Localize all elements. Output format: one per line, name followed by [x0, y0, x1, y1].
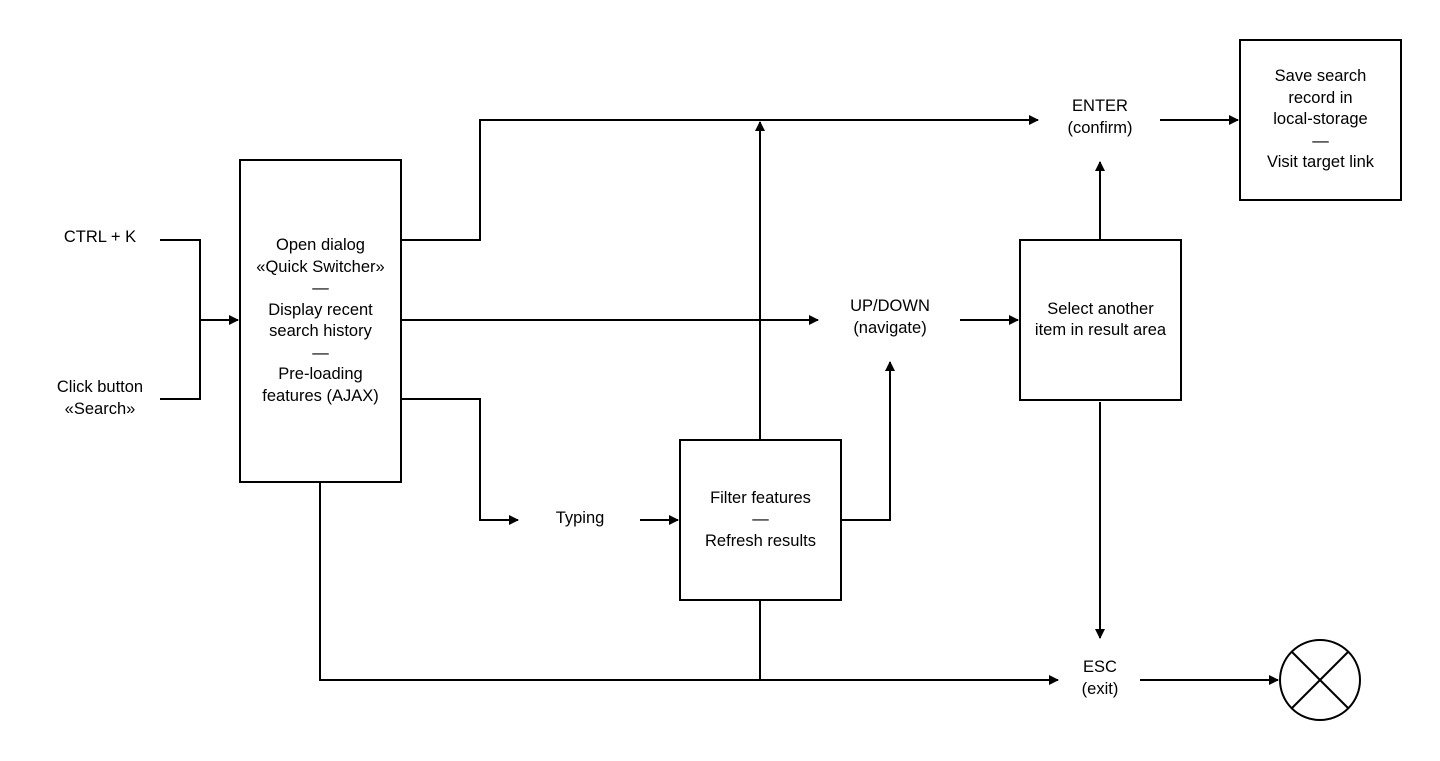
- edge-ctrlk-merge: [160, 239, 201, 320]
- terminator-x-icon: [1279, 639, 1361, 721]
- node-open-dialog-line: Pre-loading: [278, 365, 363, 383]
- node-updown-line: (navigate): [853, 318, 927, 337]
- node-select-line: item in result area: [1034, 321, 1167, 339]
- edge-open-enter: [402, 115, 1039, 241]
- node-click-search-line: Click button: [56, 378, 144, 396]
- node-save: Save search record in local-storage — Visit …: [1239, 39, 1402, 201]
- node-esc: ESC (exit): [1060, 657, 1140, 700]
- node-filter-line: Refresh results: [705, 531, 816, 550]
- node-enter-line: ENTER: [1072, 97, 1128, 115]
- node-open-dialog-line: Open dialog: [276, 236, 365, 254]
- node-enter: ENTER (confirm): [1040, 96, 1160, 139]
- edge-filter-updown: [842, 361, 895, 521]
- node-open-dialog-line: —: [312, 343, 329, 362]
- node-select: Select another item in result area: [1019, 239, 1182, 401]
- edge-open-esc: [319, 483, 1059, 685]
- node-click-search-line: «Search»: [64, 399, 136, 418]
- node-open-dialog-line: —: [312, 279, 329, 297]
- node-open-dialog-line: «Quick Switcher»: [256, 257, 385, 276]
- node-filter-line: Filter features: [710, 488, 811, 507]
- node-typing: Typing: [525, 508, 635, 530]
- node-save-line: Visit target link: [1267, 153, 1374, 172]
- node-filter: Filter features — Refresh results: [679, 439, 842, 601]
- edge-click-merge: [160, 320, 201, 400]
- node-open-dialog: Open dialog «Quick Switcher» — Display rece…: [239, 159, 402, 483]
- node-ctrl-k: CTRL + K: [40, 227, 160, 249]
- node-ctrl-k-line: CTRL + K: [63, 228, 137, 246]
- node-esc-line: ESC: [1083, 658, 1117, 676]
- node-open-dialog-line: features (AJAX): [262, 386, 379, 405]
- node-save-line: record in: [1288, 88, 1353, 107]
- node-select-line: Select another: [1047, 299, 1154, 318]
- node-updown-line: UP/DOWN: [850, 297, 930, 315]
- node-save-line: Save search: [1274, 67, 1367, 86]
- node-enter-line: (confirm): [1067, 118, 1133, 137]
- node-filter-line: —: [752, 510, 769, 529]
- node-open-dialog-line: Display recent: [268, 300, 373, 319]
- node-updown: UP/DOWN (navigate): [820, 296, 960, 339]
- edge-open-typing: [402, 398, 519, 525]
- node-save-line: local-storage: [1273, 110, 1368, 129]
- node-click-search: Click button «Search»: [40, 377, 160, 420]
- node-open-dialog-line: search history: [269, 322, 372, 340]
- node-esc-line: (exit): [1081, 679, 1119, 698]
- node-save-line: —: [1312, 131, 1329, 150]
- node-typing-line: Typing: [555, 509, 605, 527]
